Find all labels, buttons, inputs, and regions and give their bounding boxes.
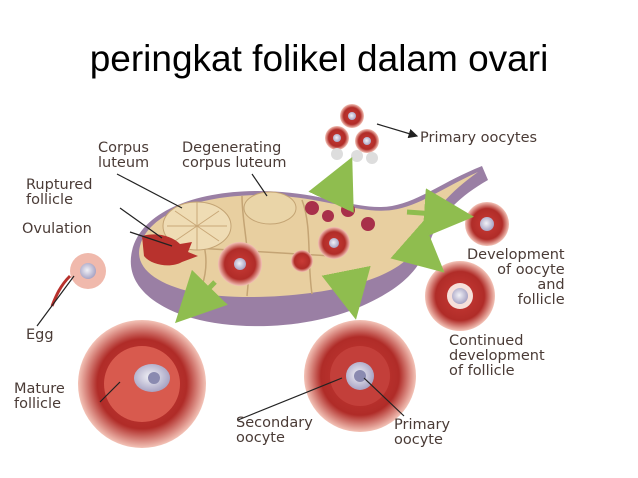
label-primary-oocytes: Primary oocytes bbox=[420, 130, 538, 146]
developing-follicle-medium bbox=[425, 261, 495, 331]
label-mature-follicle: Mature follicle bbox=[14, 381, 65, 412]
ovary-illustration bbox=[36, 104, 509, 448]
green-arrows bbox=[175, 156, 474, 324]
label-ruptured-follicle: Ruptured follicle bbox=[26, 177, 93, 208]
ruptured-follicle bbox=[142, 234, 198, 266]
mature-follicle bbox=[78, 320, 206, 448]
label-corpus-luteum: Corpus luteum bbox=[98, 140, 150, 171]
egg bbox=[50, 253, 106, 307]
developing-follicle-small bbox=[465, 202, 509, 246]
label-egg: Egg bbox=[26, 327, 54, 343]
label-primary-oocyte: Primary oocyte bbox=[394, 417, 451, 448]
label-continued-development: Continued development of follicle bbox=[449, 333, 545, 379]
label-development: Development of oocyte and follicle bbox=[467, 247, 565, 308]
label-ovulation: Ovulation bbox=[22, 221, 92, 237]
label-degenerating-corpus-luteum: Degenerating corpus luteum bbox=[182, 140, 287, 171]
label-secondary-oocyte: Secondary oocyte bbox=[236, 415, 313, 446]
leader-lines bbox=[36, 123, 419, 421]
primary-oocytes-cluster bbox=[325, 104, 379, 164]
slide-title: peringkat folikel dalam ovari bbox=[89, 38, 549, 79]
secondary-follicle bbox=[304, 320, 416, 432]
ovary-diagram: Corpus luteum Degenerating corpus luteum… bbox=[12, 96, 630, 458]
